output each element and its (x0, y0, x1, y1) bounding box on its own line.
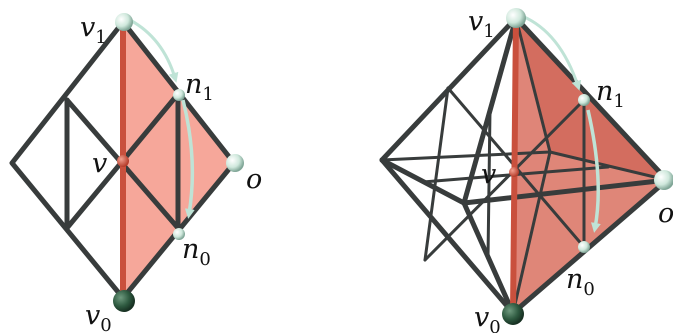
right-label-n1: n1 (596, 76, 625, 112)
left-label-v: v (92, 148, 107, 179)
left-node-v1 (115, 13, 133, 31)
left-node-v (117, 155, 129, 167)
right-arrow-v1-n1 (521, 14, 582, 91)
left-label-v0: v0 (85, 300, 112, 333)
left-node-n1 (173, 89, 185, 101)
left-node-n0 (173, 228, 185, 240)
right-label-v1: v1 (468, 6, 495, 42)
right-arrow-n1-n0 (586, 109, 601, 233)
right-node-v1 (506, 8, 526, 28)
left-label-n1: n1 (185, 69, 214, 105)
left-node-o (226, 154, 244, 172)
right-panel: v1 n1 v o n0 v0 (379, 6, 673, 333)
right-central-edge (510, 15, 519, 316)
right-node-n0 (578, 241, 590, 253)
left-label-o: o (246, 164, 262, 195)
left-label-n0: n0 (182, 234, 211, 270)
left-label-v1: v1 (80, 12, 107, 48)
left-arrow-v1-n1 (129, 18, 179, 83)
left-panel: v1 n1 v o n0 v0 (9, 12, 262, 333)
right-node-v0 (502, 303, 524, 325)
right-node-v (509, 167, 519, 177)
right-label-n0: n0 (566, 264, 595, 300)
right-node-n1 (578, 94, 590, 106)
right-node-o (654, 170, 673, 190)
left-arrow-n1-n0 (181, 99, 195, 219)
right-label-o: o (658, 198, 673, 229)
right-label-v0: v0 (474, 302, 501, 333)
left-node-v0 (113, 290, 135, 312)
right-label-v: v (481, 159, 496, 190)
